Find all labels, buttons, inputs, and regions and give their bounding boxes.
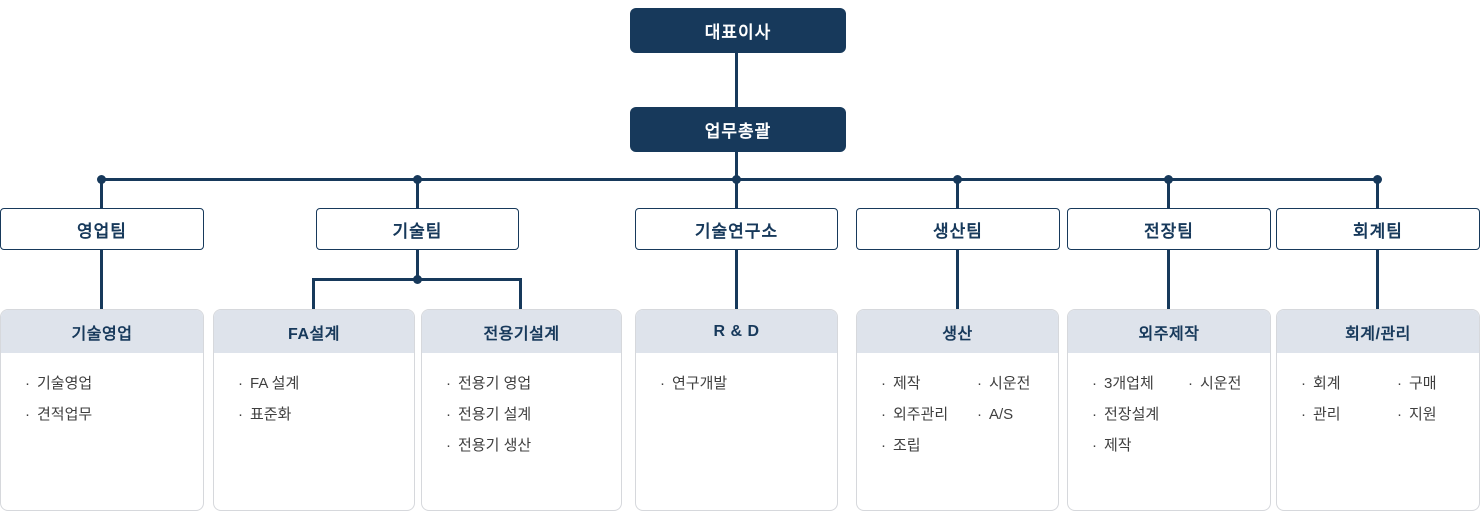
dept-card-items: 연구개발 [636, 353, 837, 399]
connector-root-to-general [735, 53, 738, 107]
list-item: 전장설계 [1092, 399, 1188, 430]
list-item: 지원 [1397, 399, 1471, 430]
connector-drop-production [956, 180, 959, 208]
connector-branch-to-special-design [519, 279, 522, 309]
list-item: 시운전 [1188, 368, 1262, 399]
list-item: A/S [977, 399, 1050, 430]
dept-card-items: 전용기 영업 전용기 설계 전용기 생산 [422, 353, 621, 461]
node-general-management: 업무총괄 [630, 107, 846, 152]
list-item: 시운전 [977, 368, 1050, 399]
dept-card-title: FA설계 [214, 310, 414, 353]
dept-card-fa-design: FA설계 FA 설계 표준화 [213, 309, 415, 511]
dept-card-accounting-management: 회계/관리 회계 관리 구매 지원 [1276, 309, 1480, 511]
connector-electrical-to-card [1167, 250, 1170, 309]
dept-card-title: R & D [636, 310, 837, 353]
team-box-engineering: 기술팀 [316, 208, 519, 250]
connector-drop-sales [100, 180, 103, 208]
junction-dot-center [732, 175, 741, 184]
items-column-right: 시운전 [1188, 368, 1262, 461]
items-column-right: 구매 지원 [1397, 368, 1471, 430]
team-box-electrical: 전장팀 [1067, 208, 1271, 250]
list-item: 제작 [1092, 430, 1188, 461]
items-column-right: 시운전 A/S [977, 368, 1050, 461]
team-box-sales: 영업팀 [0, 208, 204, 250]
junction-dot-sales [97, 175, 106, 184]
list-item: 구매 [1397, 368, 1471, 399]
list-item: 전용기 설계 [446, 399, 613, 430]
connector-production-to-card [956, 250, 959, 309]
dept-card-special-machine-design: 전용기설계 전용기 영업 전용기 설계 전용기 생산 [421, 309, 622, 511]
list-item: 외주관리 [881, 399, 977, 430]
team-box-production: 생산팀 [856, 208, 1060, 250]
list-item: 연구개발 [660, 368, 829, 399]
connector-sales-to-card [100, 250, 103, 309]
dept-card-title: 회계/관리 [1277, 310, 1479, 353]
team-box-research: 기술연구소 [635, 208, 838, 250]
items-column-left: 3개업체 전장설계 제작 [1092, 368, 1188, 461]
connector-drop-engineering [416, 180, 419, 208]
junction-dot-accounting [1373, 175, 1382, 184]
junction-dot-production [953, 175, 962, 184]
list-item: 관리 [1301, 399, 1397, 430]
list-item: FA 설계 [238, 368, 406, 399]
dept-card-production: 생산 제작 외주관리 조립 시운전 A/S [856, 309, 1059, 511]
items-column-left: 회계 관리 [1301, 368, 1397, 430]
node-ceo: 대표이사 [630, 8, 846, 53]
dept-card-title: 전용기설계 [422, 310, 621, 353]
connector-research-to-card [735, 250, 738, 309]
connector-accounting-to-card [1376, 250, 1379, 309]
dept-card-title: 외주제작 [1068, 310, 1270, 353]
list-item: 조립 [881, 430, 977, 461]
list-item: 표준화 [238, 399, 406, 430]
junction-dot-engineering-branch [413, 275, 422, 284]
dept-card-items: FA 설계 표준화 [214, 353, 414, 430]
list-item: 전용기 영업 [446, 368, 613, 399]
dept-card-title: 생산 [857, 310, 1058, 353]
list-item: 기술영업 [25, 368, 195, 399]
dept-card-items: 기술영업 견적업무 [1, 353, 203, 430]
connector-engineering-stem [416, 250, 419, 280]
items-column-left: 제작 외주관리 조립 [881, 368, 977, 461]
dept-card-rnd: R & D 연구개발 [635, 309, 838, 511]
list-item: 3개업체 [1092, 368, 1188, 399]
junction-dot-electrical [1164, 175, 1173, 184]
connector-branch-to-fa-design [312, 279, 315, 309]
list-item: 제작 [881, 368, 977, 399]
connector-drop-research [735, 180, 738, 208]
connector-drop-electrical [1167, 180, 1170, 208]
team-box-accounting: 회계팀 [1276, 208, 1480, 250]
dept-card-items: 회계 관리 구매 지원 [1277, 353, 1479, 430]
dept-card-technical-sales: 기술영업 기술영업 견적업무 [0, 309, 204, 511]
list-item: 견적업무 [25, 399, 195, 430]
junction-dot-engineering [413, 175, 422, 184]
connector-general-to-bus [735, 152, 738, 180]
connector-drop-accounting [1376, 180, 1379, 208]
dept-card-outsourced-manufacturing: 외주제작 3개업체 전장설계 제작 시운전 [1067, 309, 1271, 511]
list-item: 회계 [1301, 368, 1397, 399]
list-item: 전용기 생산 [446, 430, 613, 461]
dept-card-items: 3개업체 전장설계 제작 시운전 [1068, 353, 1270, 461]
dept-card-items: 제작 외주관리 조립 시운전 A/S [857, 353, 1058, 461]
dept-card-title: 기술영업 [1, 310, 203, 353]
